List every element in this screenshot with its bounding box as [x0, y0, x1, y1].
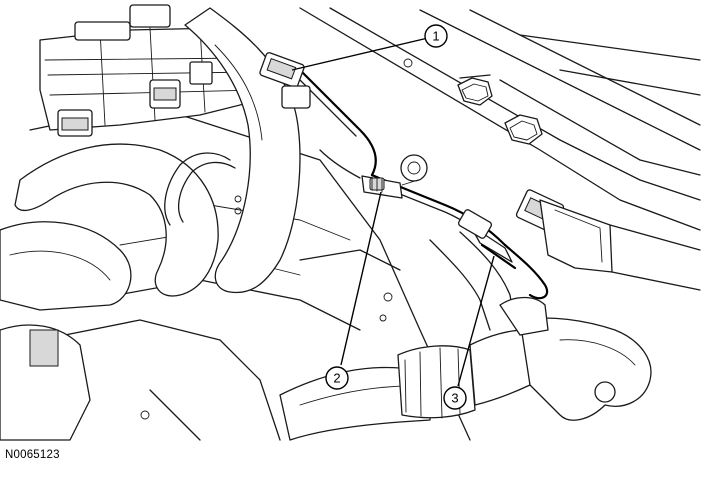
callout-3-circle	[443, 386, 467, 410]
electrical-module	[39, 4, 261, 137]
callout-1: 1	[291, 24, 448, 71]
callout-2: 2	[325, 191, 382, 390]
callout-1-leader	[291, 37, 429, 71]
callout-1-circle	[424, 24, 448, 48]
hex-nut-lower	[504, 114, 543, 145]
hex-nut-upper	[457, 74, 493, 106]
figure-reference-code: N0065123	[5, 449, 60, 461]
harness-clip-retainer	[361, 154, 428, 199]
callout-1-number: 1	[432, 29, 439, 44]
wiring-routing-diagram: 1 2 3	[0, 4, 701, 441]
callout-2-leader	[340, 191, 382, 366]
callout-2-number: 2	[333, 371, 340, 386]
callout-3-number: 3	[451, 391, 458, 406]
mount-bracket	[539, 199, 701, 291]
callout-3: 3	[443, 255, 495, 410]
callout-3-leader	[457, 255, 495, 387]
callout-2-circle	[325, 366, 349, 390]
vehicle-frame	[29, 7, 701, 441]
harness-pin-retainer	[457, 209, 517, 270]
